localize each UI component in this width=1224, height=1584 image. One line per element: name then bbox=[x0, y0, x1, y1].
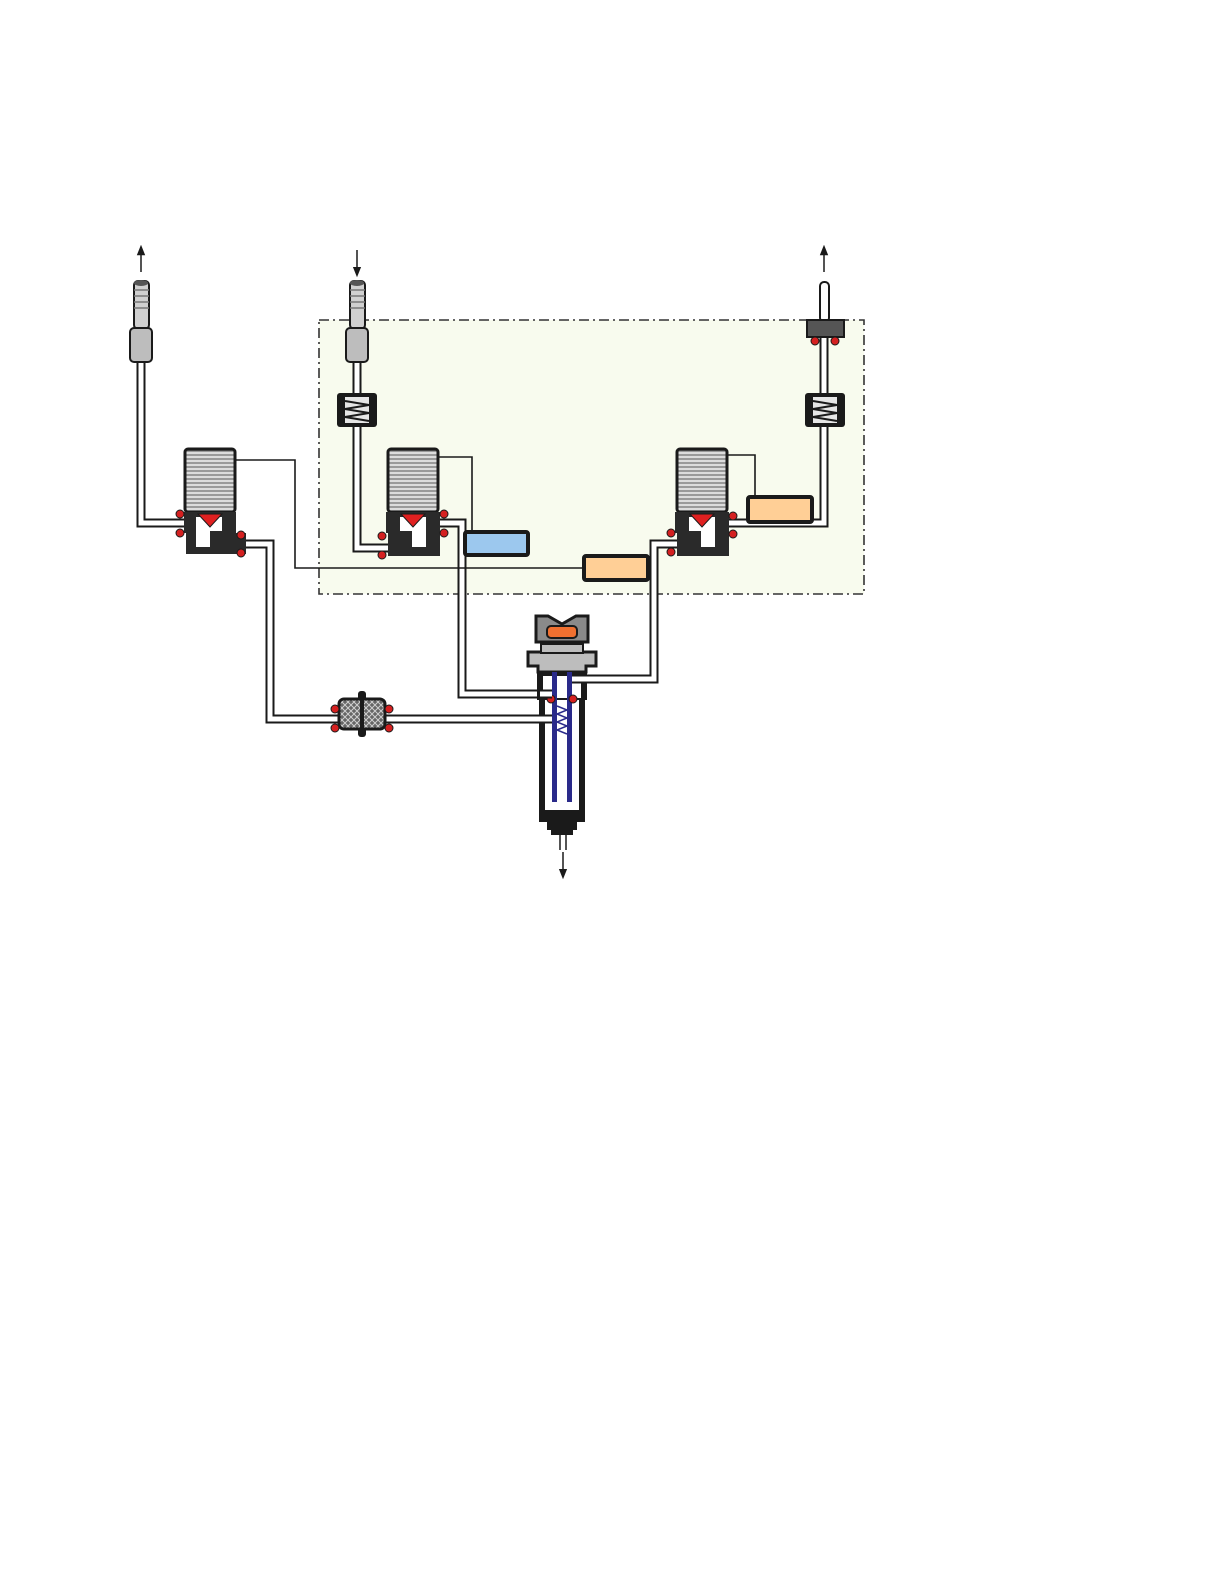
restrictor-orange-bottom bbox=[584, 556, 648, 580]
septum bbox=[547, 626, 577, 638]
restrictor-orange-top bbox=[748, 497, 812, 522]
fitting-left-vent bbox=[130, 280, 152, 362]
check-valve-right bbox=[805, 393, 845, 427]
restrictor-blue bbox=[465, 532, 528, 555]
solenoid-valve-center bbox=[378, 449, 448, 559]
check-valve-left bbox=[337, 393, 377, 427]
split-splitless-injector bbox=[528, 616, 596, 850]
inline-filter bbox=[331, 691, 393, 737]
fitting-carrier-inlet bbox=[346, 280, 368, 362]
solenoid-valve-left bbox=[176, 449, 246, 557]
solenoid-valve-right bbox=[667, 449, 737, 556]
